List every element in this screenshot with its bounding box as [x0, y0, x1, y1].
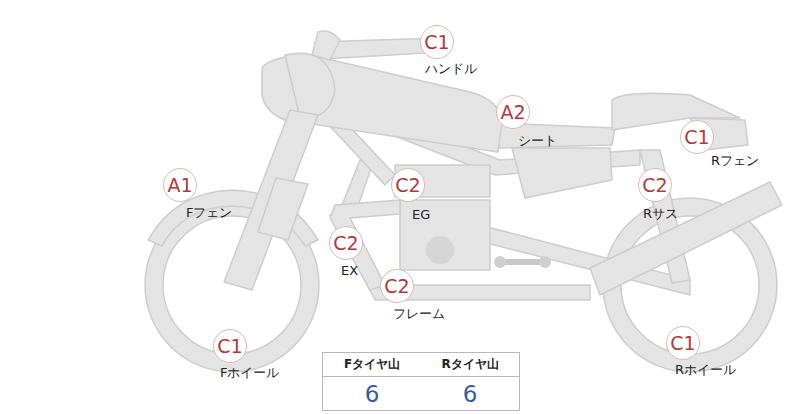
tire-tread-table: Fタイヤ山Rタイヤ山66	[322, 352, 520, 411]
grade-code: C1	[680, 120, 714, 154]
grade-code: C1	[213, 329, 247, 363]
part-name: シート	[518, 134, 557, 147]
part-name: Rフェン	[711, 154, 759, 167]
grade-code: C1	[666, 326, 700, 360]
part-name: フレーム	[393, 307, 445, 320]
part-name: Fホイール	[220, 366, 279, 379]
grade-code: A1	[163, 168, 197, 202]
part-name: ハンドル	[425, 62, 477, 75]
grade-code: C2	[380, 269, 414, 303]
part-name: EX	[341, 264, 358, 277]
part-name: Rサス	[643, 207, 678, 220]
part-name: Rホイール	[675, 363, 736, 376]
grade-code: A2	[496, 95, 530, 129]
grade-code: C1	[420, 25, 454, 59]
table-value: 6	[421, 377, 519, 410]
grade-code: C2	[638, 168, 672, 202]
grade-code: C2	[329, 226, 363, 260]
grade-code: C2	[391, 168, 425, 202]
part-name: Fフェン	[186, 206, 232, 219]
table-value: 6	[323, 377, 421, 410]
table-header: Fタイヤ山	[323, 353, 421, 377]
part-name: EG	[412, 208, 430, 221]
table-header: Rタイヤ山	[421, 353, 519, 377]
